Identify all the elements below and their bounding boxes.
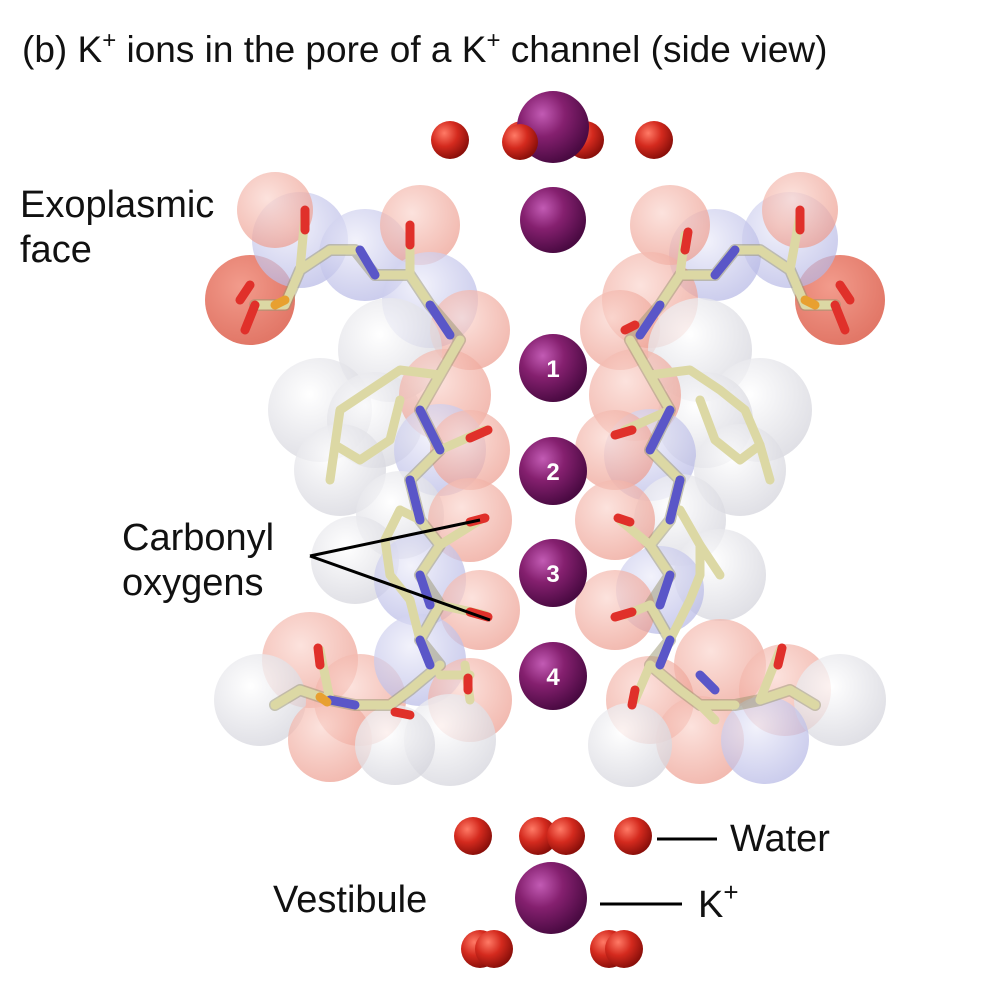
ion-site-4: 4 [519,642,587,710]
ion-site-number: 3 [546,561,559,588]
water-oxygen [635,121,673,159]
vestibule-label: Vestibule [273,879,427,921]
potassium-ion [519,539,587,607]
ion-site-3: 3 [519,539,587,607]
water-oxygen [547,817,585,855]
carbonyl-label-line2: oxygens [122,562,264,604]
water-oxygen [519,817,557,855]
right-backbone-sticks [610,205,855,725]
ion-site-2: 2 [519,437,587,505]
water-oxygen [475,930,513,968]
carbonyl-label-line1: Carbonyl [122,517,274,559]
ion-site-number: 4 [546,664,560,691]
water-label: Water [730,818,830,860]
water-oxygen [614,817,652,855]
ion-site-1: 1 [519,334,587,402]
exoplasmic-label-line2: face [20,229,92,271]
ion-site-number: 2 [546,459,559,486]
left-backbone-sticks [235,205,493,720]
k-ion-label: K+ [698,877,739,926]
ion-site-number: 1 [546,356,559,383]
potassium-ion [519,642,587,710]
vestibule-potassium-ion [515,862,587,934]
water-oxygen [502,124,538,160]
bottom-water-molecules [454,817,652,968]
potassium-ion [519,334,587,402]
carbonyl-leader-lines [309,518,491,622]
water-oxygen [454,817,492,855]
water-oxygen [605,930,643,968]
water-oxygen [431,121,469,159]
figure-title: (b) K+ ions in the pore of a K+ channel … [22,27,827,70]
pore-potassium-ions: 1 2 3 4 [519,187,587,710]
top-water-molecules [431,91,673,163]
potassium-ion [519,437,587,505]
potassium-ion-outer [520,187,586,253]
exoplasmic-label-line1: Exoplasmic [20,184,214,226]
